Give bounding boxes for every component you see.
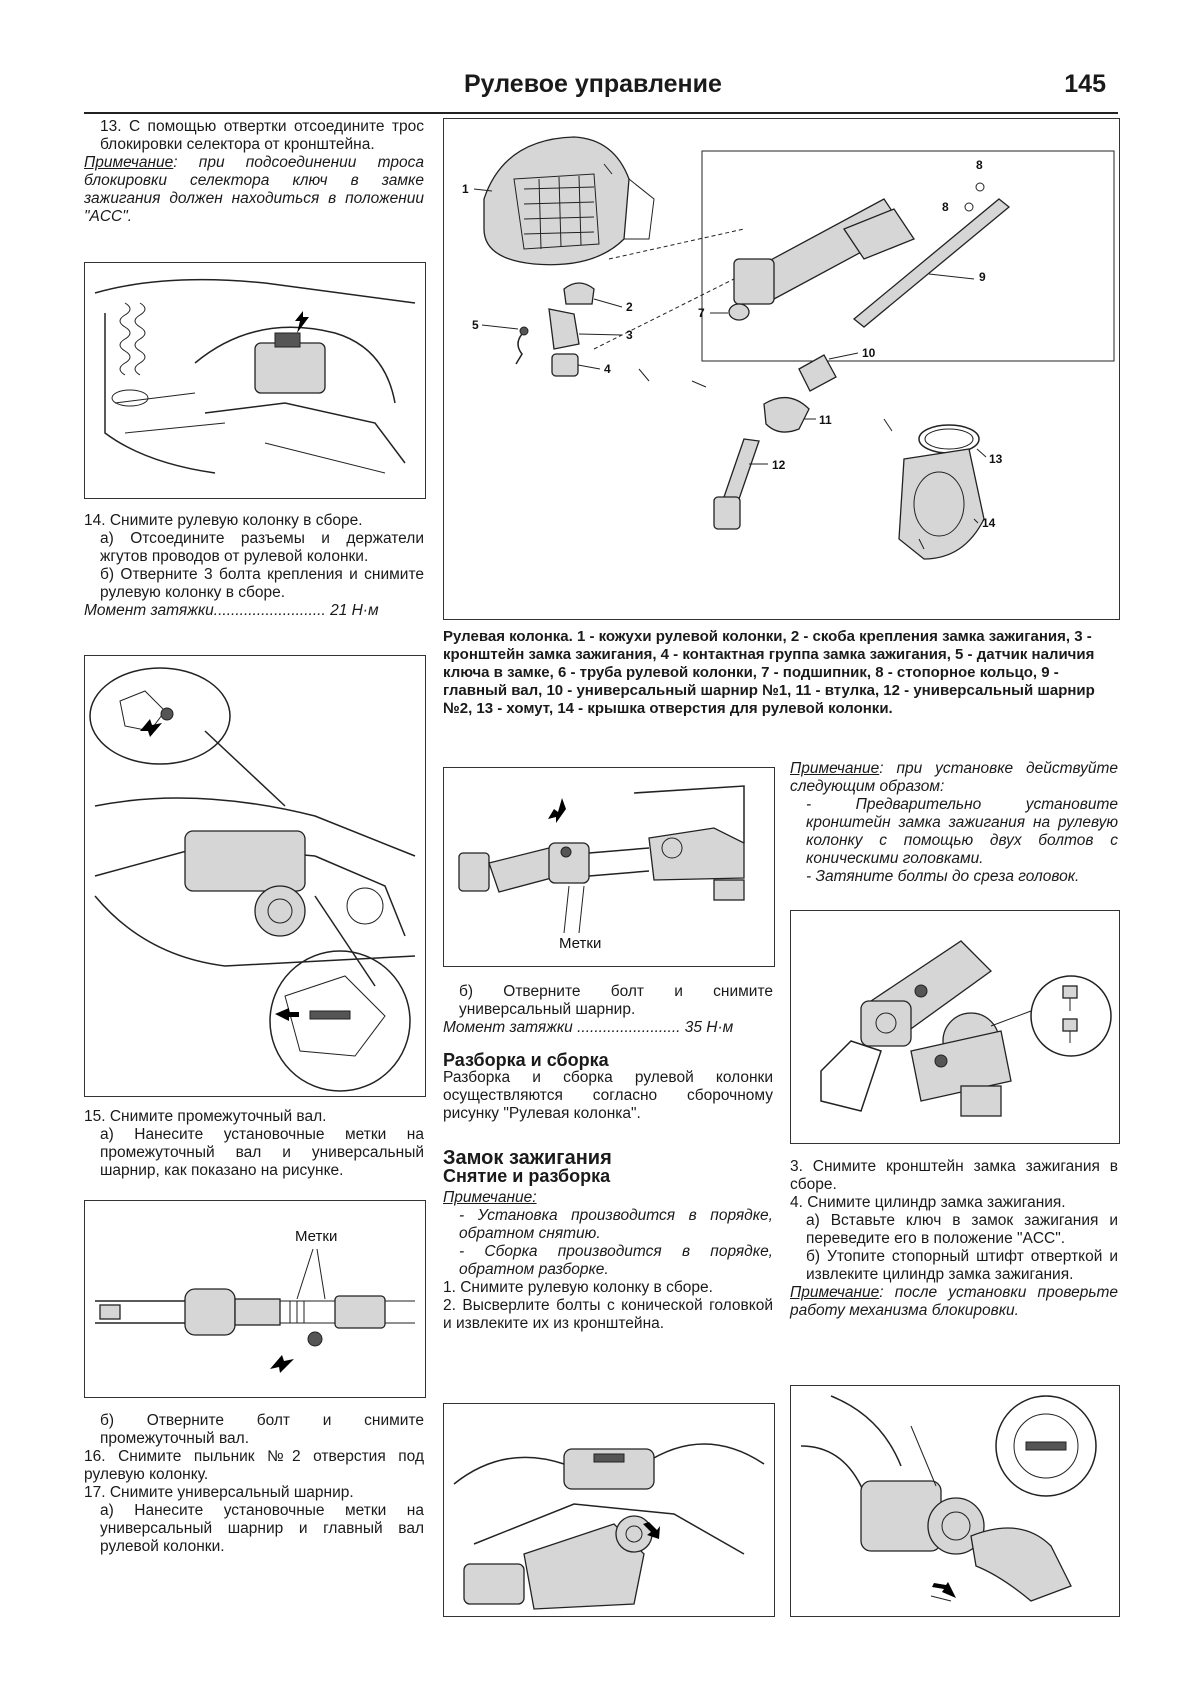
step-15b: б) Отверните болт и снимите промежуточны… [100, 1412, 424, 1447]
note-label-mid: Примечание: [443, 1189, 537, 1206]
figure-steering-column-exploded: 1 2 3 4 5 7 8 8 9 [443, 118, 1120, 620]
note-mid-2: - Сборка производится в порядке, обратно… [459, 1243, 773, 1278]
figure-lock-cylinder [790, 1385, 1120, 1617]
step-b-joint: б) Отверните болт и снимите универсальны… [459, 983, 773, 1018]
step-16: 16. Снимите пыльник №2 отверстия под рул… [84, 1448, 424, 1483]
section-ignition-lock-title: Замок зажигания [443, 1147, 612, 1169]
left-column-step15: 15. Снимите промежуточный вал. а) Нанеси… [84, 1108, 424, 1180]
part-label-9: 9 [979, 270, 986, 284]
part-label-4: 4 [604, 362, 611, 376]
note-label-right: Примечание [790, 760, 880, 777]
fig-marks-label: Метки [559, 935, 601, 952]
note-right-2: - Затяните болты до среза головок. [806, 868, 1080, 885]
part-label-13: 13 [989, 452, 1003, 466]
page-header: Рулевое управление 145 [84, 70, 1118, 114]
part-label-3: 3 [626, 328, 633, 342]
part-label-5: 5 [472, 318, 479, 332]
fig3-marks-label: Метки [295, 1228, 337, 1245]
part-label-8a: 8 [976, 158, 983, 172]
step-13: 13. С помощью отвертки отсоедините трос … [100, 118, 424, 153]
part-label-7: 7 [698, 306, 705, 320]
note-right-1: - Предварительно установите кронштейн за… [806, 796, 1118, 867]
section-removal-subtitle: Снятие и разборка [443, 1166, 611, 1186]
part-label-14: 14 [982, 516, 996, 530]
figure-drill-bolts [443, 1403, 775, 1617]
section-title: Рулевое управление [464, 70, 722, 98]
torque-14: Момент затяжки..........................… [84, 602, 379, 619]
step-17: 17. Снимите универсальный шарнир. [84, 1484, 354, 1501]
step-14a: а) Отсоедините разъемы и держатели жгуто… [100, 530, 424, 565]
part-label-8b: 8 [942, 200, 949, 214]
step-15: 15. Снимите промежуточный вал. [84, 1108, 327, 1125]
figure-universal-joint: Метки [443, 767, 775, 967]
figure-selector-cable [84, 262, 426, 499]
note-label: Примечание [84, 154, 174, 171]
step-14b: б) Отверните 3 болта крепления и снимите… [100, 566, 424, 601]
part-label-12: 12 [772, 458, 786, 472]
step-4a: а) Вставьте ключ в замок зажигания и пер… [806, 1212, 1118, 1247]
note-13: Примечание: при подсоединении троса блок… [84, 154, 424, 225]
step-17a: а) Нанесите установочные метки на универ… [100, 1502, 424, 1555]
section-disassembly-text: Разборка и сборка рулевой колонки осущес… [443, 1069, 773, 1122]
step-3: 3. Снимите кронштейн замка зажигания в с… [790, 1158, 1118, 1193]
part-label-2: 2 [626, 300, 633, 314]
middle-column-text: б) Отверните болт и снимите универсальны… [443, 983, 773, 1333]
page-number: 145 [1064, 70, 1106, 98]
step-2: 2. Высверлите болты с конической головко… [443, 1297, 773, 1332]
right-column-mid: 3. Снимите кронштейн замка зажигания в с… [790, 1158, 1118, 1319]
section-disassembly-title: Разборка и сборка [443, 1050, 609, 1070]
step-1: 1. Снимите рулевую колонку в сборе. [443, 1279, 713, 1296]
exploded-caption: Рулевая колонка. 1 - кожухи рулевой коло… [443, 628, 1095, 717]
right-column-top: Примечание: при установке действуйте сле… [790, 760, 1118, 885]
left-column-bottom: б) Отверните болт и снимите промежуточны… [84, 1412, 424, 1556]
figure-column-removal [84, 655, 426, 1097]
part-label-1: 1 [462, 182, 469, 196]
note-mid-1: - Установка производится в порядке, обра… [459, 1207, 773, 1242]
step-14: 14. Снимите рулевую колонку в сборе. [84, 512, 363, 529]
torque-35: Момент затяжки ........................ … [443, 1019, 734, 1036]
figure-bracket-bolts [790, 910, 1120, 1144]
step-4: 4. Снимите цилиндр замка зажигания. [790, 1194, 1066, 1211]
figure-intermediate-shaft: Метки [84, 1200, 426, 1398]
part-label-10: 10 [862, 346, 876, 360]
note2-label-right: Примечание [790, 1284, 880, 1301]
part-label-11: 11 [819, 413, 832, 427]
left-column-top: 13. С помощью отвертки отсоедините трос … [84, 118, 424, 226]
left-column-mid: 14. Снимите рулевую колонку в сборе. а) … [84, 512, 424, 620]
step-15a: а) Нанесите установочные метки на промеж… [100, 1126, 424, 1179]
step-4b: б) Утопите стопорный штифт отверткой и и… [806, 1248, 1118, 1283]
